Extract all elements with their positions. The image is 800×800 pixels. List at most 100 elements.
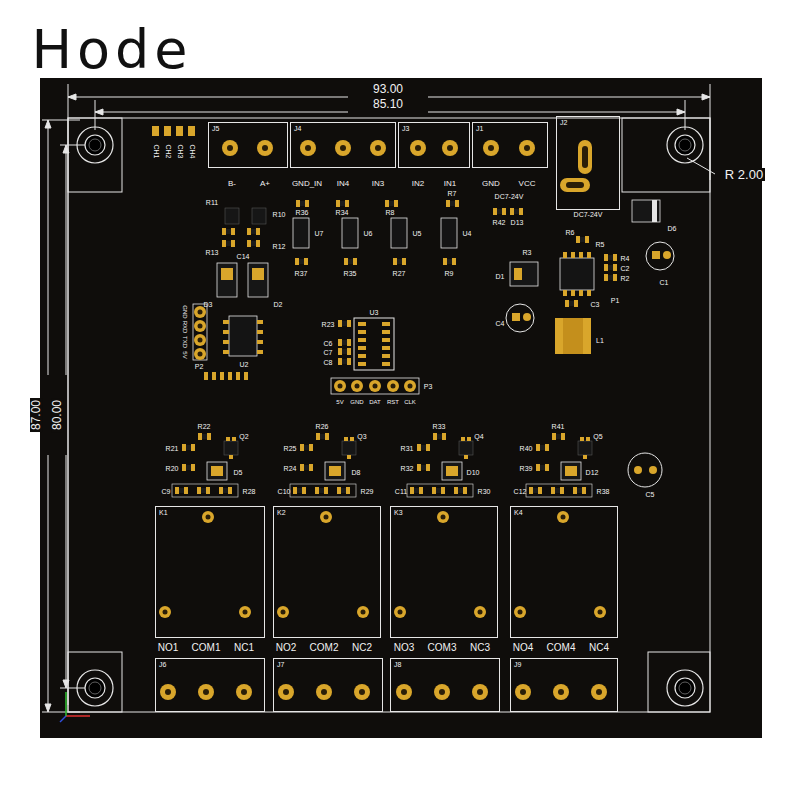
terminal-label: NC2 [352,643,372,653]
silkscreen-label: R29 [361,488,374,495]
silkscreen-label: R39 [520,465,533,472]
silkscreen-label: C7 [324,349,333,356]
part-designator: K3 [394,509,403,516]
terminal-pads [160,140,607,700]
silkscreen-label: R41 [552,423,565,430]
terminal-block: J7 [273,658,383,712]
silkscreen-label: R28 [243,488,256,495]
silkscreen-label: R9 [445,270,454,277]
silkscreen-label: IN4 [337,180,349,188]
part-designator: J9 [514,661,521,668]
silkscreen-label: DC7-24V [574,211,603,218]
silkscreen-label: L1 [596,337,604,344]
silkscreen-label: R2 [621,275,630,282]
silkscreen-label: R11 [206,199,218,206]
silkscreen-label: CH4 [188,144,195,158]
terminal-block: J5 [208,122,288,168]
silkscreen-label: U6 [364,230,373,237]
part-designator: J8 [394,661,401,668]
part-designator: K1 [159,509,168,516]
part-designator: J7 [277,661,284,668]
silkscreen-label: R40 [520,445,533,452]
silkscreen-label: R8 [386,209,395,216]
relay-drivers [160,430,614,500]
silkscreen-label: DAT [369,399,381,405]
terminal-block: J8 [390,658,500,712]
brand-logo: Hode [31,23,192,77]
silkscreen-label: D6 [668,225,677,232]
terminal-block: J3 [398,122,470,168]
silkscreen-label: C4 [496,320,505,327]
silkscreen-label: R30 [478,488,491,495]
terminal-label: NC3 [470,643,490,653]
silkscreen-label: Q2 [239,433,248,440]
silkscreen-label: Q3 [357,433,366,440]
part-designator: J5 [212,125,219,132]
silkscreen-label: R24 [284,465,297,472]
optocouplers [293,200,459,265]
silkscreen-label: P2 [195,363,204,370]
silkscreen-label: IN3 [372,180,384,188]
silkscreen-label: R36 [296,209,309,216]
part-designator: J2 [560,119,567,126]
silkscreen-label: R34 [336,209,349,216]
dimension-label: 80.00 [51,398,63,432]
silkscreen-label: VCC [519,180,536,188]
silkscreen-label: R4 [621,255,630,262]
silkscreen-label: B- [228,180,236,188]
silkscreen-label: CH1 [152,144,159,158]
silkscreen-label: R3 [523,249,532,256]
silkscreen-label: R12 [273,243,286,250]
silkscreen-label: TXD [182,336,188,348]
dimension-label: 85.10 [371,98,405,110]
silkscreen-label: R5 [596,241,605,248]
silkscreen-label: A+ [260,180,270,188]
terminal-label: NO1 [158,643,179,653]
silkscreen-label: GND_IN [292,180,322,188]
terminal-label: NO4 [513,643,534,653]
silkscreen-label: D12 [586,469,599,476]
silkscreen-label: C3 [591,301,600,308]
silkscreen-label: D3 [204,301,213,308]
relay-pads [159,511,606,618]
silkscreen-label: U4 [463,230,472,237]
silkscreen-label: R38 [597,488,610,495]
terminal-label: COM4 [547,643,576,653]
silkscreen-label: RXD [182,321,188,334]
terminal-label: NC1 [234,643,254,653]
silkscreen-label: R23 [322,321,335,328]
silkscreen-label: C8 [324,359,333,366]
terminal-label: NC4 [589,643,609,653]
terminal-label: COM3 [428,643,457,653]
silkscreen-label: C10 [278,488,291,495]
relay: K3 [390,506,498,638]
terminal-label: NO3 [394,643,415,653]
silkscreen-label: GND [182,305,188,318]
silkscreen-label: D10 [467,469,480,476]
part-designator: J6 [159,661,166,668]
silkscreen-label: R35 [344,270,357,277]
relay: K1 [155,506,265,638]
silkscreen-label: P1 [611,297,620,304]
silkscreen-label: D8 [352,469,361,476]
silkscreen-label: U2 [240,361,249,368]
silkscreen-label: R22 [198,423,211,430]
board-background [40,78,762,738]
silkscreen-label: CLK [404,399,416,405]
silkscreen-label: D1 [496,273,505,280]
silkscreen-label: C2 [621,265,630,272]
board-outline [68,118,710,712]
silkscreen-label: C1 [660,279,669,286]
silkscreen-label: CH2 [164,144,171,158]
silkscreen-label: C11 [395,488,407,495]
silkscreen-label: GND [350,399,363,405]
silkscreen-label: P3 [424,383,433,390]
silkscreen-label: R6 [566,229,575,236]
power-jack-pads [560,140,592,192]
silkscreen-label: C12 [514,488,527,495]
part-designator: K4 [514,509,523,516]
silkscreen-label: IN1 [444,180,456,188]
silkscreen-label: R32 [401,465,414,472]
silkscreen-label: Q4 [474,433,483,440]
